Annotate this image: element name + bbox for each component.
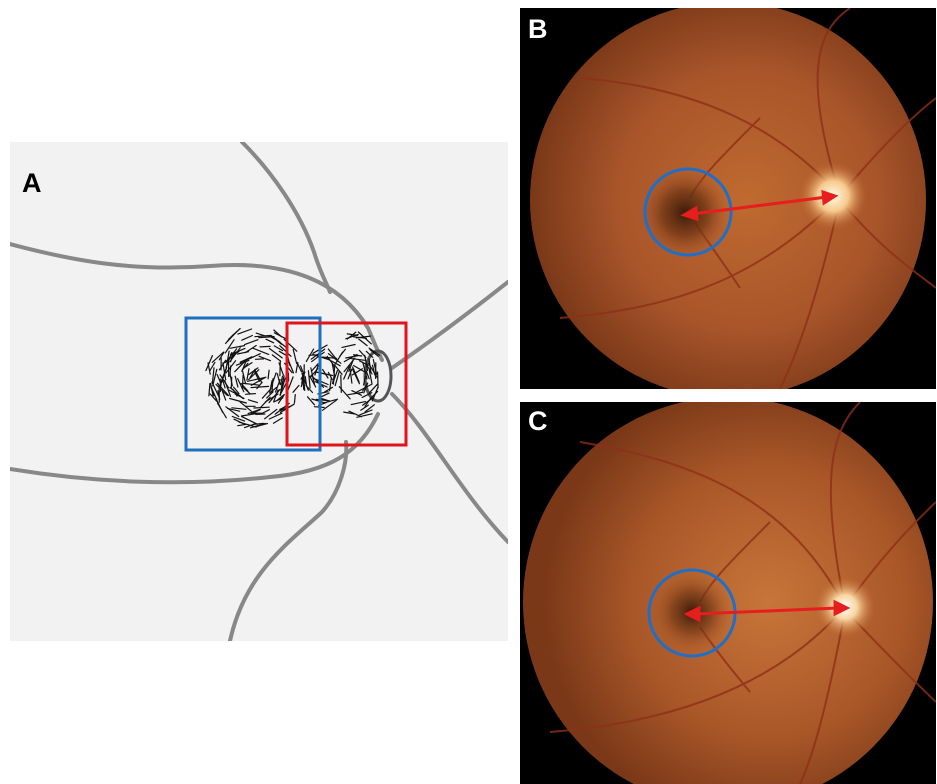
nerve-fiber-stroke: [242, 336, 253, 341]
nerve-fiber-stroke: [212, 352, 223, 362]
panel-label-a: A: [22, 170, 42, 197]
nerve-fiber-stroke: [349, 411, 362, 417]
nerve-fiber-stroke: [262, 410, 269, 414]
fundus-image-b: [520, 8, 936, 389]
fundus-photo-b: B: [520, 8, 936, 389]
nerve-fiber-stroke: [245, 340, 258, 345]
nerve-fiber-stroke: [342, 345, 355, 348]
nerve-fiber-stroke: [249, 400, 258, 403]
vessel-schematic: [10, 142, 508, 641]
nerve-fiber-stroke: [378, 372, 379, 388]
nerve-fiber-stroke: [230, 346, 245, 349]
nerve-fiber-stroke: [274, 418, 283, 423]
nerve-fiber-stroke: [232, 408, 246, 410]
nasal-upper-vessel: [392, 282, 508, 368]
nerve-fiber-stroke: [260, 346, 270, 347]
nerve-fiber-stroke: [230, 399, 247, 404]
nerve-fiber-hatching: [206, 329, 380, 428]
nerve-fiber-stroke: [293, 385, 299, 392]
panel-label-b: B: [528, 16, 548, 43]
nerve-fiber-stroke: [361, 405, 369, 410]
nerve-fiber-stroke: [243, 387, 250, 394]
nerve-fiber-stroke: [305, 377, 306, 387]
nerve-fiber-stroke: [238, 424, 246, 425]
nerve-fiber-stroke: [293, 349, 296, 363]
nerve-fiber-stroke: [294, 395, 295, 404]
nerve-fiber-stroke: [271, 373, 276, 387]
nerve-fiber-stroke: [242, 375, 243, 389]
nerve-fiber-stroke: [359, 339, 367, 346]
nerve-fiber-stroke: [254, 407, 269, 408]
nerve-fiber-stroke: [274, 333, 286, 339]
nerve-fiber-stroke: [256, 333, 265, 336]
nerve-fiber-stroke: [308, 397, 315, 405]
nerve-fiber-stroke: [238, 329, 252, 334]
nerve-fiber-stroke: [341, 375, 342, 392]
nerve-fiber-stroke: [235, 376, 238, 387]
nerve-fiber-stroke: [308, 371, 310, 388]
schematic-panel: A: [10, 142, 508, 641]
optic-disc-box: [287, 323, 406, 445]
nerve-fiber-stroke: [219, 360, 225, 370]
nerve-fiber-stroke: [325, 387, 333, 392]
fundus-photo-c: C: [520, 402, 936, 784]
upper-arcade-vessel: [10, 244, 382, 360]
nerve-fiber-stroke: [246, 394, 256, 395]
nerve-fiber-stroke: [349, 358, 365, 360]
fundus-image-c: [520, 402, 936, 784]
lower-branch-vessel: [230, 442, 346, 641]
nerve-fiber-stroke: [266, 339, 274, 343]
panel-label-c: C: [528, 408, 548, 435]
nerve-fiber-stroke: [251, 386, 269, 387]
nasal-lower-vessel: [392, 394, 508, 542]
nerve-fiber-stroke: [268, 370, 269, 379]
lower-arcade-vessel: [10, 414, 378, 482]
